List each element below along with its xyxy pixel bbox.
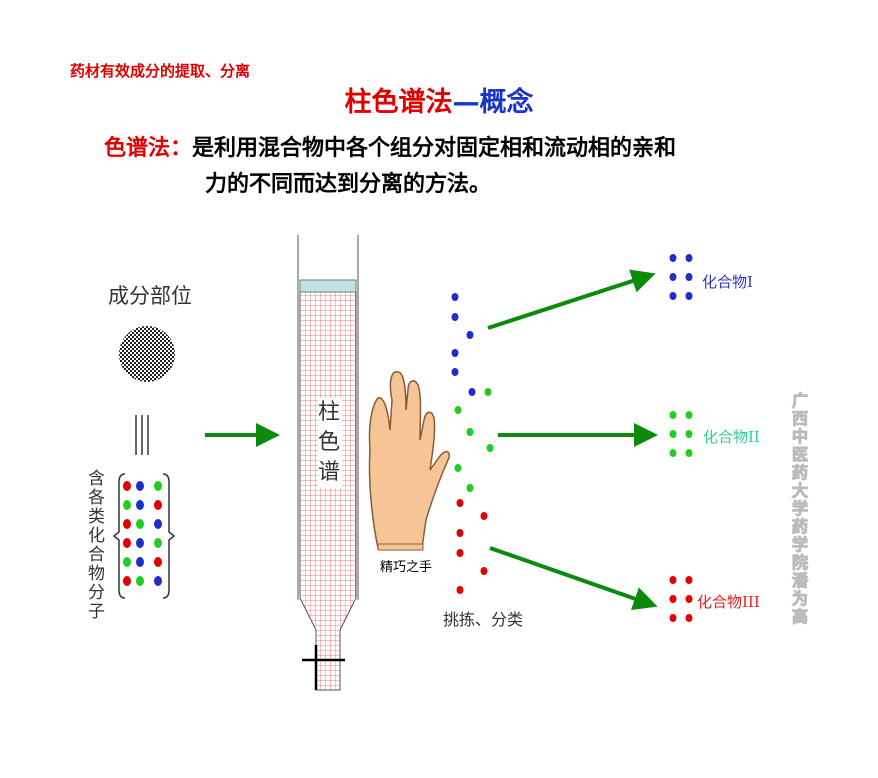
dot (669, 292, 677, 300)
dot (136, 519, 144, 529)
watermark: 广西中医药大学 药学院 潘为高 (792, 391, 809, 626)
dot (669, 595, 677, 603)
definition-line-2: 力的不同而达到分离的方法。 (205, 172, 492, 197)
dot (136, 557, 144, 567)
dot (136, 576, 144, 586)
dot (154, 557, 162, 567)
dot (685, 595, 693, 603)
sorted-dots (451, 293, 494, 594)
dot (451, 349, 459, 357)
dot (669, 576, 677, 584)
dot (123, 576, 131, 586)
dot (154, 538, 162, 548)
dot (669, 614, 677, 622)
mixture-label: 含各类化合物分子 (88, 469, 105, 622)
brackets (112, 473, 176, 599)
hand-label: 精巧之手 (380, 560, 433, 575)
dot (123, 557, 131, 567)
definition-term: 色谱法： (104, 136, 193, 161)
dot (466, 331, 474, 339)
dot (480, 567, 488, 575)
dot (669, 449, 677, 457)
compound-2-label: 化合物II (703, 428, 760, 446)
dot (123, 500, 131, 510)
hand-icon (368, 371, 451, 549)
equals-lines-icon (135, 415, 149, 455)
dot (136, 538, 144, 548)
compound-dots (669, 254, 693, 622)
dot (480, 512, 488, 520)
dot (154, 576, 162, 586)
dot (123, 481, 131, 491)
dot (484, 388, 492, 396)
dot (451, 293, 459, 301)
page-title: 柱色谱法—概念 (0, 80, 878, 119)
dot (154, 519, 162, 529)
column-label: 柱色谱 (318, 398, 342, 488)
dot (454, 464, 462, 472)
dot (451, 368, 459, 376)
dot (466, 428, 474, 436)
dot (123, 538, 131, 548)
dot (685, 273, 693, 281)
title-main: 柱色谱法 (344, 87, 453, 118)
sort-label: 挑拣、分类 (443, 610, 524, 629)
dot (685, 254, 693, 262)
compound-1-label: 化合物I (702, 273, 753, 291)
dot (685, 449, 693, 457)
dot (669, 430, 677, 438)
definition-line-1: 色谱法：是利用混合物中各个组分对固定相和流动相的亲和 (104, 130, 676, 162)
dot (685, 411, 693, 419)
dot (456, 499, 464, 507)
dot (154, 481, 162, 491)
dot (456, 549, 464, 557)
compound-3-label: 化合物III (697, 593, 760, 611)
section-title: 药材有效成分的提取、分离 (70, 62, 251, 80)
dot (685, 614, 693, 622)
mixture-dots (123, 481, 162, 586)
dot (456, 586, 464, 594)
part-label: 成分部位 (108, 284, 192, 308)
dot (685, 430, 693, 438)
dot (136, 481, 144, 491)
dot (154, 500, 162, 510)
dot (456, 529, 464, 537)
dot (123, 519, 131, 529)
sample-circle (119, 326, 175, 382)
definition-text-1: 是利用混合物中各个组分对固定相和流动相的亲和 (192, 136, 677, 161)
dot (466, 484, 474, 492)
output-arrows (487, 269, 658, 611)
column (297, 235, 359, 691)
dot (454, 406, 462, 414)
dot (136, 500, 144, 510)
dot (468, 388, 476, 396)
title-dash: —概念 (452, 87, 534, 118)
dot (669, 254, 677, 262)
dot (669, 273, 677, 281)
dot (451, 313, 459, 321)
dot (685, 292, 693, 300)
dot (685, 576, 693, 584)
dot (486, 444, 494, 452)
dot (669, 411, 677, 419)
